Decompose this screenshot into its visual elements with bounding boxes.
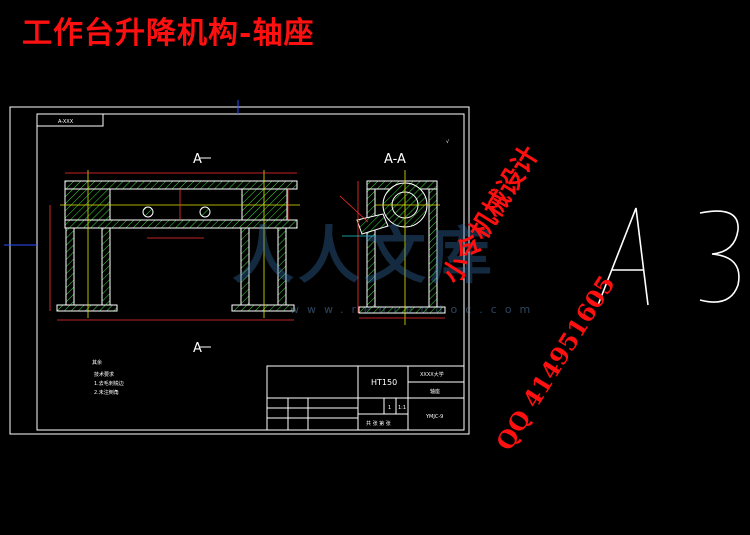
title-block-quantity: 1: [388, 405, 391, 411]
front-view: [49, 170, 300, 321]
watermark-logo-text: 人人文库: [232, 219, 497, 292]
title-block: [266, 365, 465, 431]
note-line-2: 1.去毛刺锐边: [94, 380, 124, 387]
frame-label: A-XXX: [58, 119, 74, 125]
title-block-material: HT150: [371, 378, 397, 387]
sheet-size-mark: [597, 207, 740, 306]
section-view: [339, 170, 446, 325]
title-block-sheet: 共 张 第 张: [366, 420, 391, 427]
roughness-mark: √: [446, 139, 450, 145]
title-block-school: XXXX大学: [420, 371, 444, 378]
frame-label-box: [36, 113, 104, 127]
note-line-3: 2.未注倒角: [94, 389, 119, 396]
view-label-a-bottom: A: [193, 341, 202, 356]
title-block-drawing-no: YMJC-9: [425, 414, 443, 420]
title-block-part-name: 轴座: [430, 388, 440, 395]
watermark-site: www.renrendoc.com: [290, 303, 539, 316]
view-label-section: A-A: [384, 152, 406, 167]
title-block-scale: 1:1: [398, 405, 406, 411]
drawing-title: 工作台升降机构-轴座: [22, 16, 315, 51]
note-line-1: 技术要求: [94, 371, 114, 378]
inner-frame: [36, 113, 465, 431]
view-label-a-top: A: [193, 152, 202, 167]
watermark-logo: 人人文库: [232, 205, 496, 295]
roughness-note: 其余: [92, 359, 102, 366]
outer-border: [9, 106, 470, 435]
